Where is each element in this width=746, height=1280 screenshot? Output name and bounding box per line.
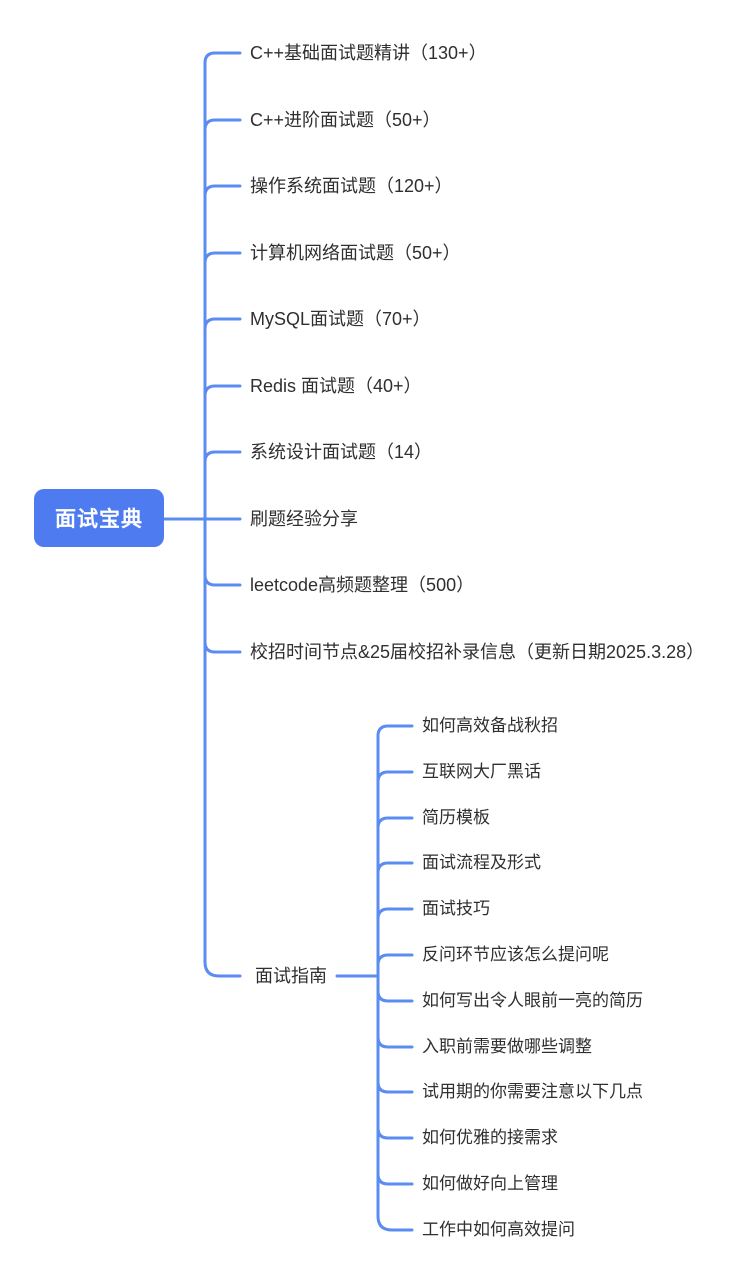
branch-node-interview-guide[interactable]: 面试指南 (255, 966, 327, 986)
connector-group (162, 51, 414, 1232)
subbranch-node-standout-resume[interactable]: 如何写出令人眼前一亮的简历 (422, 991, 643, 1010)
subbranch-node-bigtech-jargon[interactable]: 互联网大厂黑话 (422, 762, 541, 781)
subbranch-node-probation-tips[interactable]: 试用期的你需要注意以下几点 (422, 1082, 643, 1101)
branch-node-network[interactable]: 计算机网络面试题（50+） (250, 243, 461, 263)
subbranch-node-interview-process[interactable]: 面试流程及形式 (422, 853, 541, 872)
root-node-label: 面试宝典 (55, 508, 143, 531)
branch-node-redis[interactable]: Redis 面试题（40+） (250, 376, 422, 396)
branch-node-mysql[interactable]: MySQL面试题（70+） (250, 309, 431, 329)
branch-node-practice-share[interactable]: 刷题经验分享 (250, 509, 358, 529)
branch-node-cpp-basic[interactable]: C++基础面试题精讲（130+） (250, 43, 487, 63)
branch-node-system-design[interactable]: 系统设计面试题（14） (250, 442, 433, 462)
root-node[interactable]: 面试宝典 (34, 489, 164, 547)
branch-node-campus-recruit[interactable]: 校招时间节点&25届校招补录信息（更新日期2025.3.28） (250, 642, 705, 662)
subbranch-node-interview-skills[interactable]: 面试技巧 (422, 899, 490, 918)
branch-node-cpp-advanced[interactable]: C++进阶面试题（50+） (250, 110, 441, 130)
subbranch-node-resume-template[interactable]: 简历模板 (422, 808, 490, 827)
subbranch-node-handle-requirements[interactable]: 如何优雅的接需求 (422, 1128, 558, 1147)
subbranch-node-manage-upward[interactable]: 如何做好向上管理 (422, 1174, 558, 1193)
branch-node-os[interactable]: 操作系统面试题（120+） (250, 176, 453, 196)
subbranch-node-autumn-recruit-prep[interactable]: 如何高效备战秋招 (422, 716, 558, 735)
branch-node-leetcode[interactable]: leetcode高频题整理（500） (250, 575, 475, 595)
subbranch-node-ask-effectively[interactable]: 工作中如何高效提问 (422, 1220, 575, 1239)
subbranch-node-reverse-questions[interactable]: 反问环节应该怎么提问呢 (422, 945, 609, 964)
subbranch-node-pre-onboarding[interactable]: 入职前需要做哪些调整 (422, 1037, 592, 1056)
